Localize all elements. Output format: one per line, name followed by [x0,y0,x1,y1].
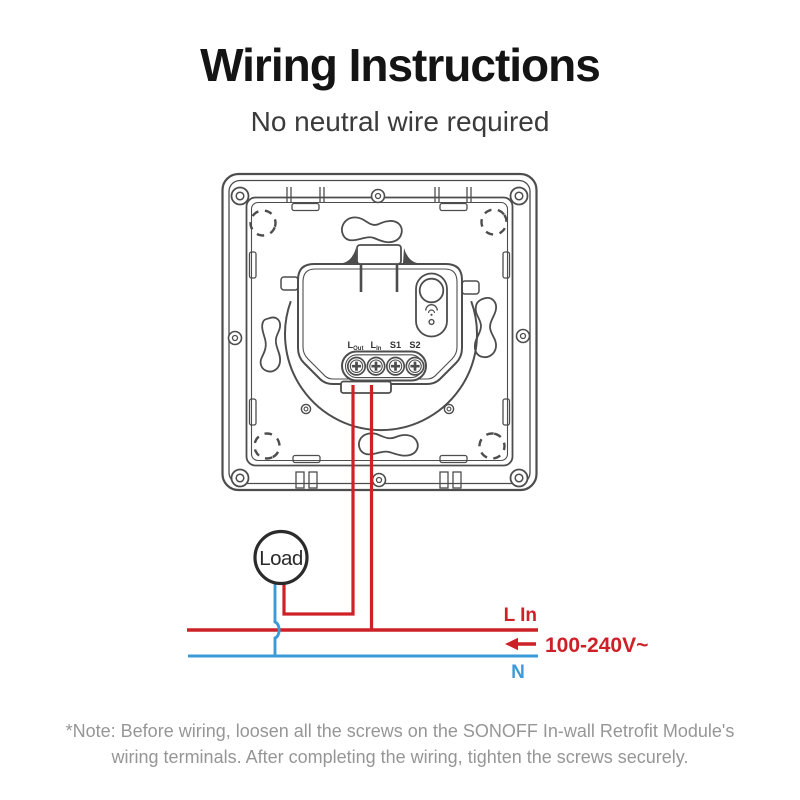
page-subtitle: No neutral wire required [250,106,550,137]
terminal-label: S1 [390,340,401,350]
svg-text:S2: S2 [409,340,420,350]
live-out-wire [282,385,355,616]
footnote-line-1: *Note: Before wiring, loosen all the scr… [65,721,735,741]
arrow-left-icon [505,637,536,651]
footnote-line-2: wiring terminals. After completing the w… [111,747,689,767]
mounting-ring [284,300,478,432]
footnote: *Note: Before wiring, loosen all the scr… [0,718,800,770]
clip-tabs [248,202,511,464]
neutral-load-wire [273,582,281,656]
svg-text:LOut: LOut [348,340,364,352]
corner-screw-icon [230,186,529,488]
cable-exit-tab [340,380,392,394]
terminal-labels: LOut LIn S1 S2 [348,340,421,352]
terminal-label: S2 [409,340,420,350]
terminal-label: L [348,340,354,350]
svg-text:LIn: LIn [371,340,382,352]
pairing-button [415,272,448,338]
terminal-label-sub: Out [353,346,363,352]
live-in-label: L In [504,605,537,626]
rail-slots [286,187,472,489]
module-plug [343,244,417,292]
mid-screw-icon [227,188,531,488]
page-title: Wiring Instructions [200,39,601,91]
terminal-label: L [371,340,377,350]
wifi-icon [425,304,438,316]
terminal-block [341,350,427,382]
voltage-label: 100-240V~ [545,634,648,657]
knockout-circle [249,208,508,460]
supply-labels: L In 100-240V~ N [504,605,649,683]
wiring [187,385,538,658]
load-label: Load [259,547,303,570]
retrofit-module: LOut LIn S1 S2 [280,244,480,432]
neutral-label: N [511,662,525,683]
svg-text:S1: S1 [390,340,401,350]
terminal-label-sub: In [376,346,382,352]
led-indicator [428,318,435,326]
switch-mounting-plate [221,172,538,492]
load-symbol: Load [253,529,309,586]
mounting-cutouts [259,216,498,457]
terminal-screw-icon [346,356,425,376]
